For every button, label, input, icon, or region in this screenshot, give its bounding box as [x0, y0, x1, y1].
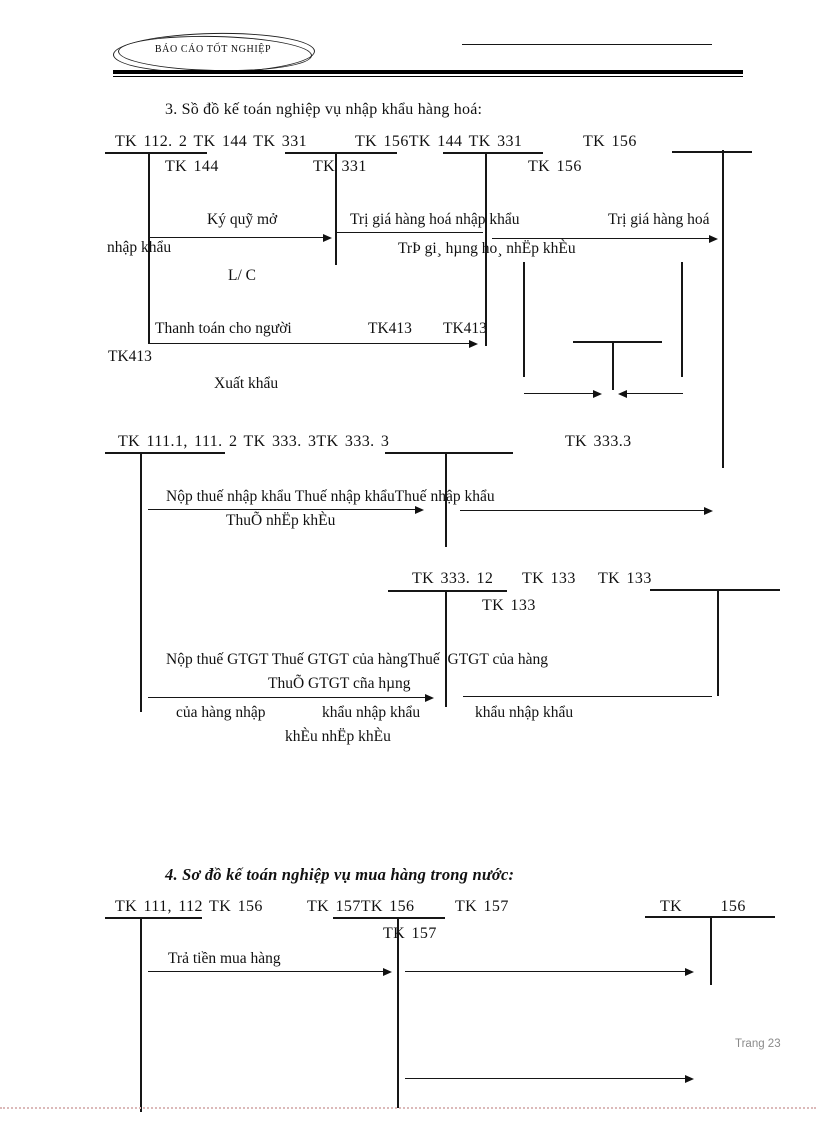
flow-label: khẩu nhập khẩu — [475, 704, 574, 721]
flow-label-garbled: khÈu nhËp khÈu — [285, 728, 391, 745]
flow-arrow-line — [405, 1078, 686, 1079]
arrow-right-icon — [709, 235, 718, 243]
arrow-right-icon — [593, 390, 602, 398]
t-account-top-line — [443, 152, 543, 154]
flow-label: Trị giá hàng hoá — [608, 211, 710, 228]
t-account-stem — [445, 590, 447, 707]
account-header: TK 156 — [660, 898, 746, 915]
flow-label: khẩu nhập khẩu — [322, 704, 421, 721]
t-account-stem — [717, 589, 719, 696]
page-number: Trang 23 — [735, 1038, 781, 1050]
account-subheader: TK 157 — [383, 925, 437, 942]
flow-label: Xuất khẩu — [214, 375, 279, 392]
flow-label: nhập khẩu — [107, 239, 172, 256]
t-account-top-line — [333, 917, 445, 919]
account-subheader: TK 133 — [482, 597, 536, 614]
flow-arrow-line — [148, 509, 416, 510]
flow-label: Ký quỹ mở — [207, 211, 278, 228]
t-account-stem — [612, 342, 614, 390]
t-account-side-line — [681, 262, 683, 377]
t-account-stem — [140, 917, 142, 1112]
flow-label: Nộp thuế nhập khẩu Thuế nhập khẩuThuế nh… — [166, 488, 495, 505]
header-blank-line — [462, 44, 712, 45]
section4-heading: 4. Sơ đồ kế toán nghiệp vụ mua hàng tron… — [165, 865, 515, 884]
flow-label-garbled: ThuÕ nhËp khÈu — [226, 512, 336, 529]
arrow-right-icon — [685, 968, 694, 976]
account-ref: TK413 — [443, 320, 487, 337]
header-rule-thick — [113, 70, 743, 74]
flow-arrow-line — [148, 971, 384, 972]
t-account-top-line — [285, 152, 397, 154]
arrow-right-icon — [704, 507, 713, 515]
account-header: TK 333.3 — [565, 433, 632, 450]
t-account-stem — [485, 152, 487, 346]
arrow-right-icon — [383, 968, 392, 976]
account-header: TK 133 — [598, 570, 652, 587]
header-rule-thin — [113, 76, 743, 77]
flow-label: Trả tiền mua hàng — [168, 950, 281, 967]
account-ref: TK413 — [108, 348, 152, 365]
t-account-stem — [722, 150, 724, 468]
flow-arrow-line — [148, 343, 470, 344]
t-account-stem — [397, 917, 399, 1108]
flow-label-garbled: ThuÕ GTGT cña hµng — [268, 675, 411, 692]
account-header: TK 112. 2 TK 144 TK 331 — [115, 133, 308, 150]
t-account-top-line — [105, 152, 207, 154]
account-subheader: TK 144 — [165, 158, 219, 175]
report-badge-label: BÁO CÁO TỐT NGHIỆP — [154, 44, 272, 55]
account-subheader: TK 156 — [528, 158, 582, 175]
flow-arrow-line — [148, 697, 426, 698]
arrow-right-icon — [323, 234, 332, 242]
t-account-top-line — [650, 589, 780, 591]
account-header: TK 157 — [455, 898, 509, 915]
arrow-right-icon — [415, 506, 424, 514]
t-account-stem — [335, 152, 337, 265]
flow-arrow-line — [460, 510, 705, 511]
account-header: TK 333. 12 — [412, 570, 494, 587]
t-account-top-line — [672, 151, 752, 153]
t-account-top-line — [573, 341, 662, 343]
t-account-stem — [140, 452, 142, 712]
flow-label: Thanh toán cho người — [155, 320, 292, 337]
flow-label: Nộp thuế GTGT Thuế GTGT của hàngThuế GTG… — [166, 651, 548, 668]
t-account-top-line — [105, 452, 225, 454]
flow-arrow-line — [148, 237, 324, 238]
t-account-top-line — [105, 917, 202, 919]
section3-heading: 3. Sồ đồ kế toán nghiệp vụ nhập khẩu hàn… — [165, 101, 483, 118]
page-bottom-dotted-line — [0, 1107, 816, 1109]
t-account-top-line — [388, 590, 507, 592]
arrow-right-icon — [425, 694, 434, 702]
flow-line — [463, 696, 712, 697]
flow-line — [337, 232, 483, 233]
flow-arrow-line — [627, 393, 683, 394]
t-account-stem — [148, 152, 150, 343]
flow-label: của hàng nhập — [176, 704, 266, 721]
t-account-stem — [710, 917, 712, 985]
flow-arrow-line — [405, 971, 686, 972]
account-header: TK 156TK 144 TK 331 — [355, 133, 523, 150]
account-header: TK 133 — [522, 570, 576, 587]
flow-arrow-line — [492, 238, 710, 239]
account-header: TK 111.1, 111. 2 TK 333. 3TK 333. 3 — [118, 433, 390, 450]
account-header: TK 157TK 156 — [307, 898, 415, 915]
account-ref: TK413 — [368, 320, 412, 337]
arrow-left-icon — [618, 390, 627, 398]
account-subheader: TK 331 — [313, 158, 367, 175]
t-account-stem — [445, 453, 447, 547]
account-header: TK 156 — [583, 133, 637, 150]
t-account-top-line — [385, 452, 513, 454]
account-header: TK 111, 112 TK 156 — [115, 898, 263, 915]
arrow-right-icon — [685, 1075, 694, 1083]
arrow-right-icon — [469, 340, 478, 348]
t-account-side-line — [523, 262, 525, 377]
flow-arrow-line — [524, 393, 594, 394]
flow-label: Trị giá hàng hoá nhập khẩu — [350, 211, 520, 228]
flow-label-garbled: TrÞ gi¸ hµng ho¸ nhËp khÈu — [398, 240, 576, 257]
flow-label: L/ C — [228, 267, 256, 284]
